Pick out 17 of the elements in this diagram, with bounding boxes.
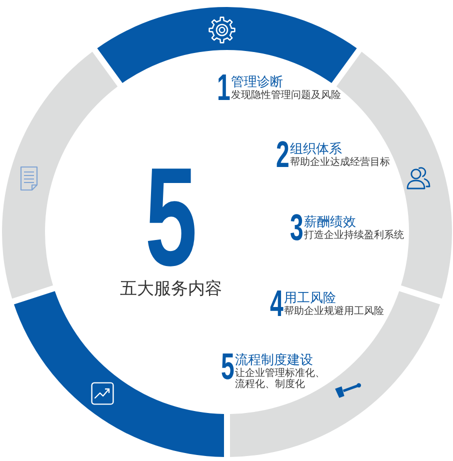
step-number: 1 xyxy=(217,74,230,101)
center-caption: 五大服务内容 xyxy=(120,279,222,299)
step-number: 3 xyxy=(290,214,304,241)
step-description: 发现隐性管理问题及风险 xyxy=(231,90,341,101)
step-title: 管理诊断 xyxy=(231,74,283,89)
center-number: 5 xyxy=(145,167,198,267)
step-description: 让企业管理标准化、流程化、制度化 xyxy=(235,368,325,390)
step-number: 2 xyxy=(276,141,290,168)
step-title: 流程制度建设 xyxy=(235,352,313,367)
step-description: 打造企业持续盈利系统 xyxy=(304,230,404,241)
step-title: 用工风险 xyxy=(284,290,336,305)
step-title: 薪酬绩效 xyxy=(304,214,356,229)
step-description: 帮助企业规避用工风险 xyxy=(284,306,384,317)
step-number: 5 xyxy=(221,353,234,380)
step-title: 组织体系 xyxy=(290,141,342,156)
step-number: 4 xyxy=(270,290,284,317)
step-description: 帮助企业达成经营目标 xyxy=(290,157,390,168)
